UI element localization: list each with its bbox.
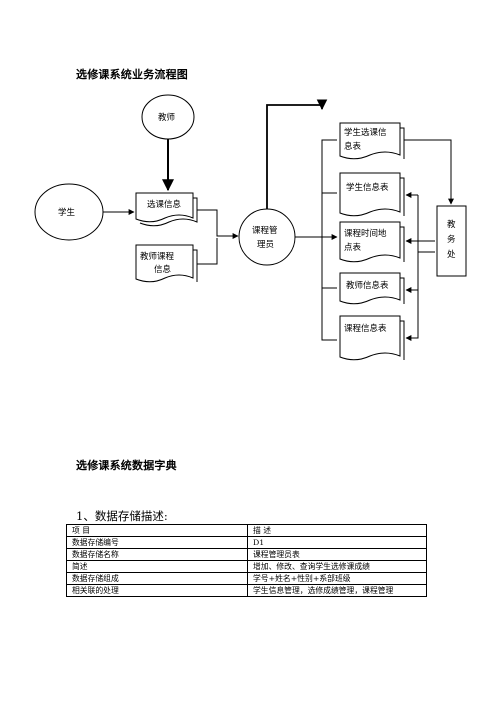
- student-label: 学生: [58, 207, 76, 218]
- teacher-course-doc: [135, 244, 194, 283]
- course-time-place-doc: [339, 221, 401, 263]
- course-select-label: 选课信息: [147, 199, 182, 210]
- table-cell: 相关联的处理: [66, 584, 248, 597]
- student-info-label: 学生信息表: [346, 182, 389, 193]
- course-time-place-label-2: 点表: [344, 242, 362, 253]
- teacher-info-label: 教师信息表: [346, 280, 389, 291]
- student-info-doc: [339, 172, 401, 217]
- academic-office-box: [436, 205, 467, 277]
- teacher-label: 教师: [158, 112, 176, 123]
- table-cell: 学号+姓名+性别+系部班级: [247, 572, 427, 585]
- data-store-table: 项 目 描 述 数据存储编号 D1 数据存储名称 课程管理员表 简述 增加、修改…: [66, 524, 427, 597]
- table-cell: 数据存储编号: [66, 536, 248, 549]
- course-manager-node: [238, 208, 296, 266]
- student-course-doc: [339, 122, 401, 160]
- table-row: 数据存储组成 学号+姓名+性别+系部班级: [66, 572, 427, 585]
- business-flowchart: 教师 学生 选课信息 教师课程 信息 课程管 理员 学生选课信 息表 学生信息表…: [34, 94, 467, 361]
- course-select-doc: [135, 192, 194, 223]
- course-info-doc: [339, 315, 401, 361]
- flowchart-title: 选修课系统业务流程图: [76, 68, 188, 81]
- header-desc: 描 述: [247, 524, 427, 537]
- teacher-course-label-1: 教师课程: [140, 251, 175, 262]
- section-heading: 1、数据存储描述:: [76, 509, 168, 523]
- office-label-2: 务: [447, 234, 456, 245]
- teacher-info-doc: [339, 272, 401, 305]
- course-info-label: 课程信息表: [344, 323, 387, 334]
- table-cell: 数据存储组成: [66, 572, 248, 585]
- table-row: 数据存储编号 D1: [66, 536, 427, 549]
- table-cell: 简述: [66, 560, 248, 573]
- course-manager-label-1: 课程管: [252, 225, 278, 236]
- course-time-place-label-1: 课程时间地: [344, 228, 387, 239]
- office-label-3: 处: [447, 249, 456, 260]
- table-cell: 增加、修改、查询学生选修课成绩: [247, 560, 427, 573]
- table-cell: D1: [247, 536, 427, 549]
- student-course-label-2: 息表: [344, 141, 362, 152]
- table-cell: 数据存储名称: [66, 548, 248, 561]
- data-dictionary-title: 选修课系统数据字典: [76, 459, 177, 472]
- student-course-label-1: 学生选课信: [344, 127, 387, 138]
- office-label-1: 教: [447, 219, 456, 230]
- table-row: 数据存储名称 课程管理员表: [66, 548, 427, 561]
- table-cell: 课程管理员表: [247, 548, 427, 561]
- course-manager-label-2: 理员: [257, 240, 274, 250]
- teacher-course-label-2: 信息: [154, 264, 172, 275]
- table-row: 简述 增加、修改、查询学生选修课成绩: [66, 560, 427, 573]
- header-item: 项 目: [66, 524, 248, 537]
- table-row: 相关联的处理 学生信息管理，选修成绩管理，课程管理: [66, 584, 427, 597]
- table-cell: 学生信息管理，选修成绩管理，课程管理: [247, 584, 427, 597]
- table-header-row: 项 目 描 述: [66, 524, 427, 537]
